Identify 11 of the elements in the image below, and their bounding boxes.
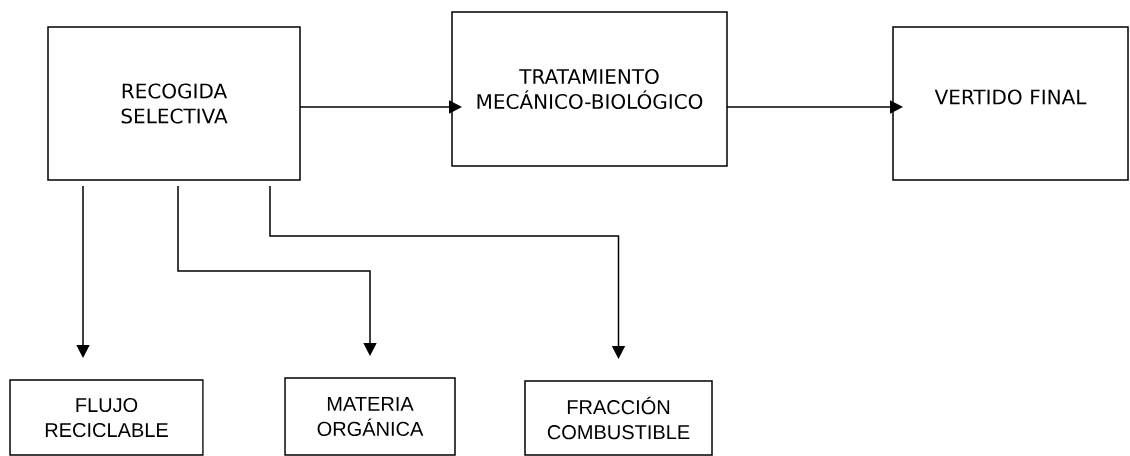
process-box: VERTIDO FINAL xyxy=(892,26,1129,181)
arrow xyxy=(726,100,903,114)
arrow xyxy=(76,185,90,358)
process-box: MATERIA ORGÁNICA xyxy=(284,377,456,456)
process-box: FLUJO RECICLABLE xyxy=(9,379,204,456)
process-box: RECOGIDA SELECTIVA xyxy=(47,26,301,181)
process-box: TRATAMIENTO MECÁNICO-BIOLÓGICO xyxy=(451,11,728,167)
arrow xyxy=(299,100,462,114)
arrow xyxy=(177,185,377,356)
process-box: FRACCIÓN COMBUSTIBLE xyxy=(524,380,713,456)
arrow xyxy=(269,185,626,359)
